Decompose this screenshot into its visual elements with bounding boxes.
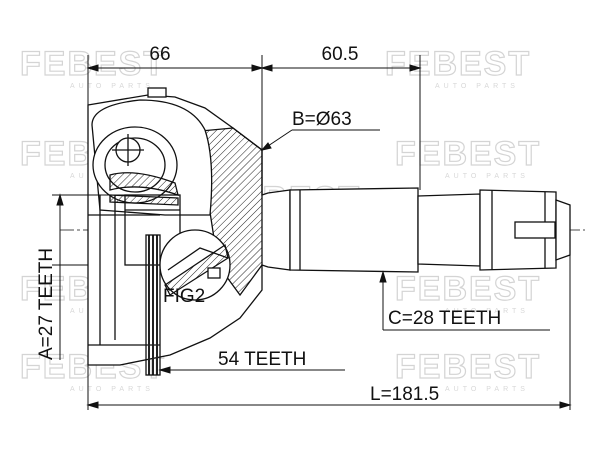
watermark-tagline: AUTO PARTS	[70, 83, 154, 90]
output-shaft	[289, 187, 571, 273]
watermark-brand: FEBEST	[20, 45, 166, 83]
watermark-mid-right: FEBEST AUTO PARTS	[394, 134, 541, 180]
watermark-low-right: FEBEST AUTO PARTS	[394, 269, 541, 315]
dim-total-length: L=181.5	[370, 384, 439, 405]
watermark-brand: FEBEST	[395, 270, 541, 308]
joint-body	[87, 87, 291, 376]
watermark-tagline: AUTO PARTS	[70, 386, 154, 393]
watermark-tagline: AUTO PARTS	[435, 83, 519, 90]
watermark-brand: FEBEST	[385, 45, 531, 83]
watermark-tagline: AUTO PARTS	[445, 173, 529, 180]
watermark-tagline: AUTO PARTS	[445, 386, 529, 393]
watermark-top-right: FEBEST AUTO PARTS	[384, 44, 531, 90]
dim-outer-diameter: B=Ø63	[292, 109, 352, 130]
dimension-lines	[52, 55, 572, 410]
dim-abs-teeth: 54 TEETH	[218, 349, 306, 370]
label-fig2: FIG2	[163, 286, 205, 307]
dim-outer-spline: C=28 TEETH	[388, 308, 501, 329]
dim-inner-spline: A=27 TEETH	[36, 248, 57, 360]
dim-outer-length: 60.5	[322, 44, 359, 65]
watermark-top-left: FEBEST AUTO PARTS	[19, 44, 166, 90]
watermark-bottom-right: FEBEST AUTO PARTS	[394, 347, 541, 393]
watermark-brand: FEBEST	[395, 348, 541, 386]
dim-inner-length: 66	[149, 44, 170, 65]
watermark-tagline: AUTO PARTS	[445, 308, 529, 315]
watermark-brand: FEBEST	[395, 135, 541, 173]
